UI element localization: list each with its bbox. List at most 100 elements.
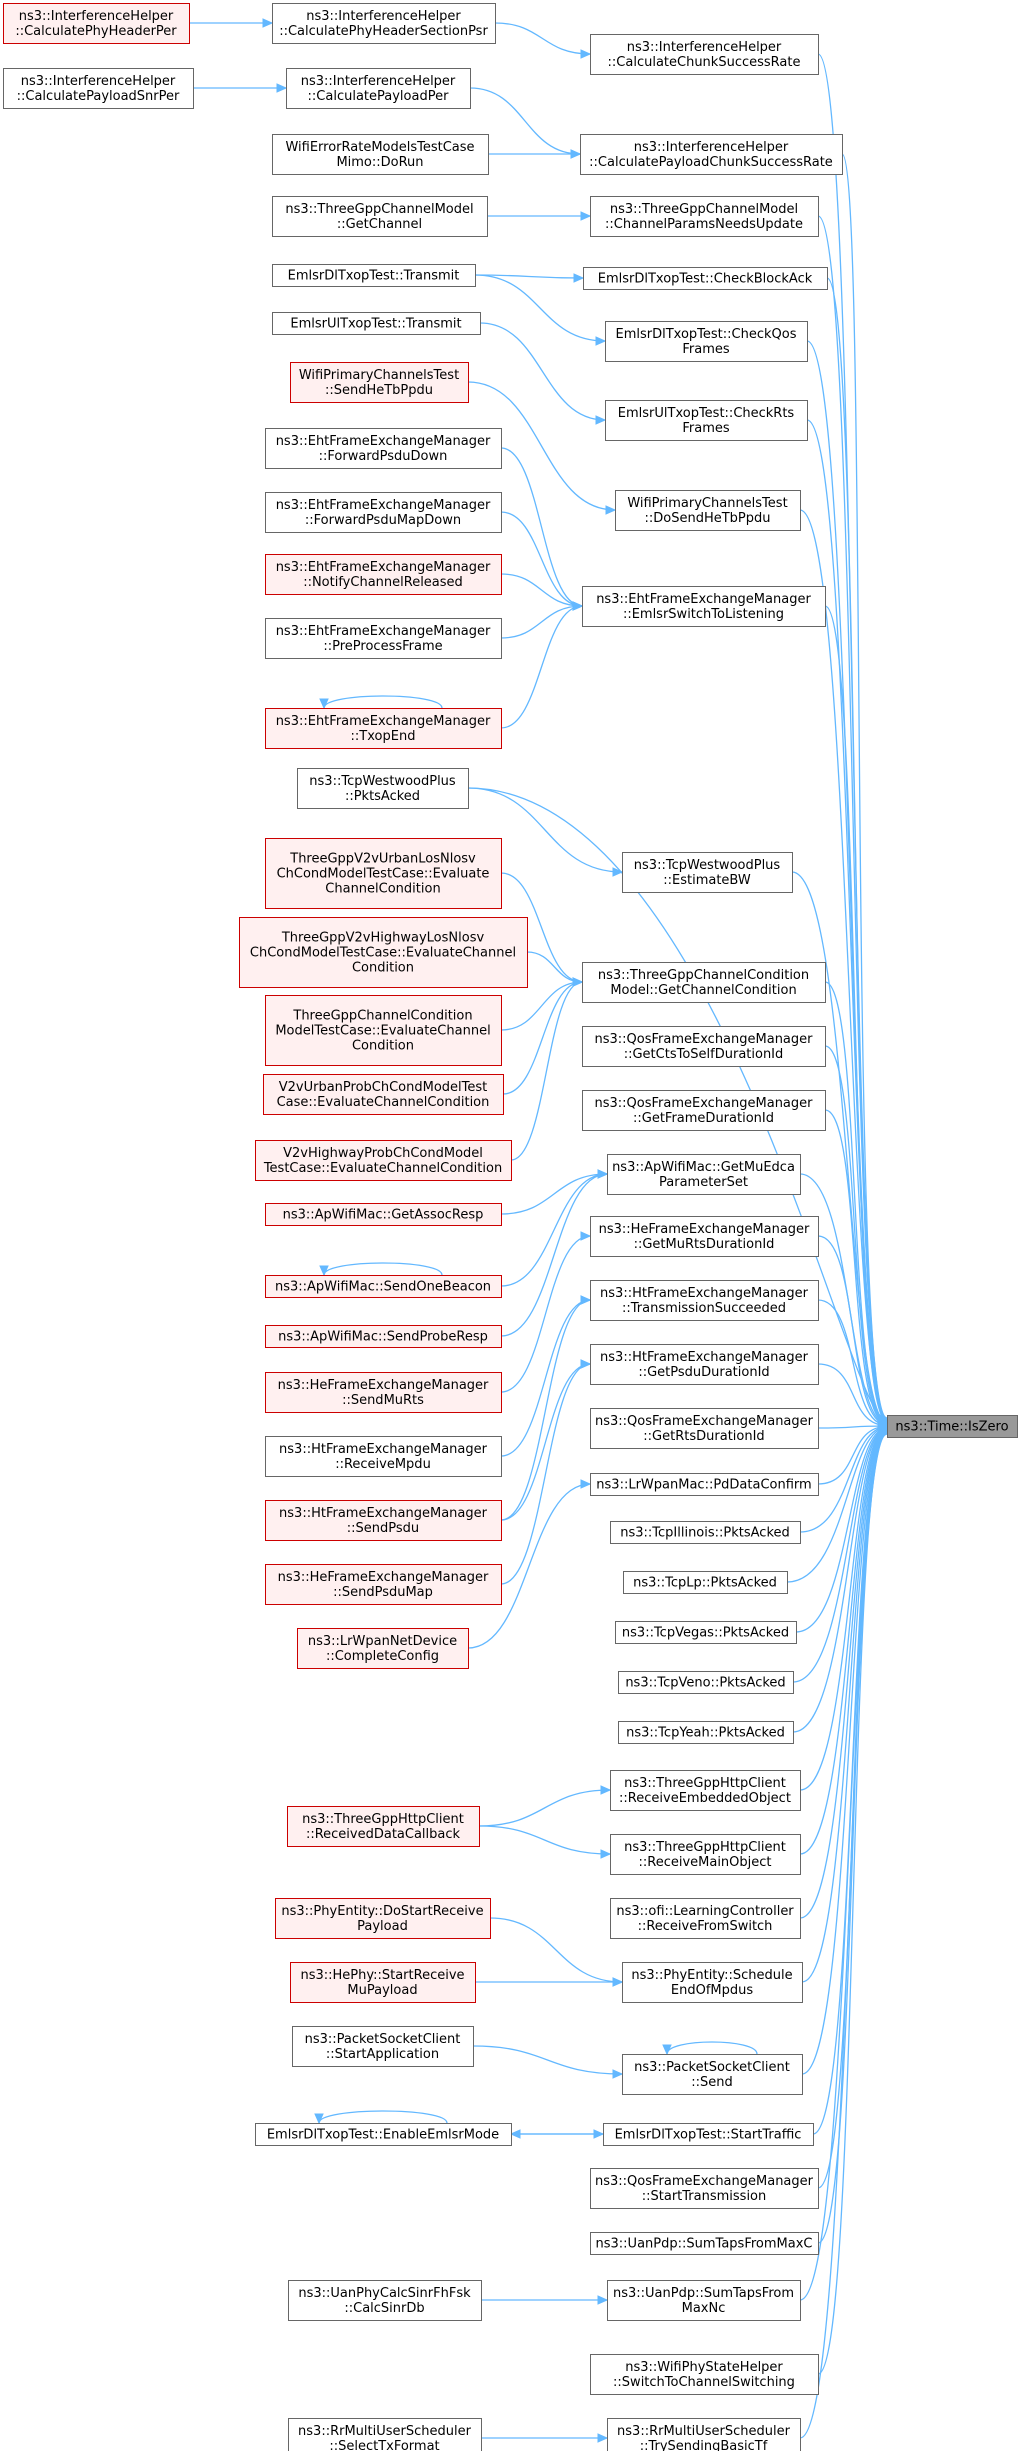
node-tcplp[interactable]: ns3::TcpLp::PktsAcked xyxy=(623,1571,788,1594)
node-wpc_send[interactable]: WifiPrimaryChannelsTest::SendHeTbPpdu xyxy=(290,362,469,403)
node-cpp[interactable]: ns3::InterferenceHelper::CalculatePayloa… xyxy=(286,68,471,109)
node-label-line: EmlsrDlTxopTest::CheckBlockAck xyxy=(598,272,813,287)
node-v2vu_los[interactable]: ThreeGppV2vUrbanLosNlosvChCondModelTestC… xyxy=(265,838,502,909)
node-psc_send[interactable]: ns3::PacketSocketClient::Send xyxy=(622,2054,803,2095)
node-ofi_lc[interactable]: ns3::ofi::LearningController::ReceiveFro… xyxy=(610,1898,801,1939)
node-qfem_st[interactable]: ns3::QosFrameExchangeManager::StartTrans… xyxy=(590,2168,819,2209)
node-htfem_gpd[interactable]: ns3::HtFrameExchangeManager::GetPsduDura… xyxy=(590,1344,819,1385)
edge-arrowhead xyxy=(597,2295,609,2305)
node-awm_sob[interactable]: ns3::ApWifiMac::SendOneBeacon xyxy=(265,1275,502,1298)
node-rmus_stf[interactable]: ns3::RrMultiUserScheduler::SelectTxForma… xyxy=(288,2418,482,2451)
node-cpcsr[interactable]: ns3::InterferenceHelper::CalculatePayloa… xyxy=(580,134,843,175)
node-tghc_reo[interactable]: ns3::ThreeGppHttpClient::ReceiveEmbedded… xyxy=(610,1770,801,1811)
edge-arrowhead xyxy=(877,1429,889,1439)
node-edt_tx[interactable]: EmlsrDlTxopTest::Transmit xyxy=(272,264,476,287)
node-label-line: ns3::LrWpanMac::PdDataConfirm xyxy=(596,1478,811,1493)
node-label-line: ns3::LrWpanNetDevice xyxy=(308,1634,457,1649)
node-box xyxy=(265,995,502,1066)
node-label-line: EmlsrDlTxopTest::EnableEmlsrMode xyxy=(267,2128,499,2143)
node-htfem_sp[interactable]: ns3::HtFrameExchangeManager::SendPsdu xyxy=(265,1500,502,1541)
node-uan_stmc[interactable]: ns3::UanPdp::SumTapsFromMaxC xyxy=(590,2232,819,2255)
node-tcpvegas[interactable]: ns3::TcpVegas::PktsAcked xyxy=(615,1621,797,1644)
node-awm_spr[interactable]: ns3::ApWifiMac::SendProbeResp xyxy=(265,1325,502,1348)
node-target[interactable]: ns3::Time::IsZero xyxy=(887,1415,1018,1438)
node-efem_estl[interactable]: ns3::EhtFrameExchangeManager::EmlsrSwitc… xyxy=(582,586,826,627)
edge-hefem_spm-to-htfem_gpd xyxy=(500,1359,592,1585)
edge-arrowhead xyxy=(570,149,582,159)
node-eut_tx[interactable]: EmlsrUlTxopTest::Transmit xyxy=(272,312,481,335)
node-label-line: ns3::TcpYeah::PktsAcked xyxy=(626,1726,785,1741)
node-tcpyeah[interactable]: ns3::TcpYeah::PktsAcked xyxy=(618,1721,794,1744)
node-awm_gar[interactable]: ns3::ApWifiMac::GetAssocResp xyxy=(265,1203,502,1226)
node-hefem_spm[interactable]: ns3::HeFrameExchangeManager::SendPsduMap xyxy=(265,1564,502,1605)
node-box xyxy=(272,3,496,44)
edge-line xyxy=(799,1426,888,1533)
node-rmus_tsbt[interactable]: ns3::RrMultiUserScheduler::TrySendingBas… xyxy=(607,2418,801,2451)
node-lwnd_cc[interactable]: ns3::LrWpanNetDevice::CompleteConfig xyxy=(297,1628,469,1669)
node-cpsp[interactable]: ns3::InterferenceHelper::CalculatePayloa… xyxy=(3,68,194,109)
node-box xyxy=(615,1621,797,1644)
node-tgccm_tc[interactable]: ThreeGppChannelConditionModelTestCase::E… xyxy=(265,995,502,1066)
node-twp_pa[interactable]: ns3::TcpWestwoodPlus::PktsAcked xyxy=(297,768,469,809)
node-htfem_rm[interactable]: ns3::HtFrameExchangeManager::ReceiveMpdu xyxy=(265,1436,502,1477)
node-box xyxy=(590,1216,819,1257)
node-tcpil[interactable]: ns3::TcpIllinois::PktsAcked xyxy=(610,1521,801,1544)
node-tghc_rmo[interactable]: ns3::ThreeGppHttpClient::ReceiveMainObje… xyxy=(610,1834,801,1875)
node-hefem_smr[interactable]: ns3::HeFrameExchangeManager::SendMuRts xyxy=(265,1372,502,1413)
node-v2vu_prob[interactable]: V2vUrbanProbChCondModelTestCase::Evaluat… xyxy=(263,1074,504,1115)
edge-efem_estl-to-target xyxy=(824,605,889,1427)
node-efem_ppf[interactable]: ns3::EhtFrameExchangeManager::PreProcess… xyxy=(265,618,502,659)
node-tgcpnu[interactable]: ns3::ThreeGppChannelModel::ChannelParams… xyxy=(590,196,819,237)
node-label-line: ns3::RrMultiUserScheduler xyxy=(617,2424,791,2439)
edge-arrowhead xyxy=(593,2129,605,2139)
node-edt_eem[interactable]: EmlsrDlTxopTest::EnableEmlsrMode xyxy=(255,2123,512,2146)
node-efem_fpd[interactable]: ns3::EhtFrameExchangeManager::ForwardPsd… xyxy=(265,428,502,469)
node-lwm_pdc[interactable]: ns3::LrWpanMac::PdDataConfirm xyxy=(590,1473,819,1496)
node-label-line: ::SendMuRts xyxy=(342,1393,424,1408)
node-tghc_rdc[interactable]: ns3::ThreeGppHttpClient::ReceivedDataCal… xyxy=(287,1806,480,1847)
node-ccsr[interactable]: ns3::InterferenceHelper::CalculateChunkS… xyxy=(590,34,819,75)
node-cphsp[interactable]: ns3::InterferenceHelper::CalculatePhyHea… xyxy=(272,3,496,44)
edge-arrowhead xyxy=(595,336,607,346)
node-psc_sa[interactable]: ns3::PacketSocketClient::StartApplicatio… xyxy=(292,2026,474,2067)
edge-tgcgc-to-tgcpnu xyxy=(486,211,592,221)
node-qfem_grd[interactable]: ns3::QosFrameExchangeManager::GetRtsDura… xyxy=(590,1408,819,1449)
node-twp_ebw[interactable]: ns3::TcpWestwoodPlus::EstimateBW xyxy=(622,852,793,893)
node-efem_te[interactable]: ns3::EhtFrameExchangeManager::TxopEnd xyxy=(265,708,502,749)
node-box xyxy=(605,321,808,362)
node-box xyxy=(263,1074,504,1115)
node-uan_csd[interactable]: ns3::UanPhyCalcSinrFhFsk::CalcSinrDb xyxy=(288,2280,482,2321)
node-efem_ncr[interactable]: ns3::EhtFrameExchangeManager::NotifyChan… xyxy=(265,554,502,595)
node-tcpveno[interactable]: ns3::TcpVeno::PktsAcked xyxy=(618,1671,794,1694)
edge-eut_tx-to-crf xyxy=(479,322,607,425)
edge-tghc_rdc-to-tghc_rmo xyxy=(478,1825,612,1859)
edge-line xyxy=(467,787,623,873)
node-label-line: ::ForwardPsduDown xyxy=(319,449,448,464)
node-label-line: ns3::InterferenceHelper xyxy=(627,40,782,55)
node-hfem_gmrd[interactable]: ns3::HeFrameExchangeManager::GetMuRtsDur… xyxy=(590,1216,819,1257)
node-label-line: ::TrySendingBasicTf xyxy=(640,2439,768,2451)
node-htfem_ts[interactable]: ns3::HtFrameExchangeManager::Transmissio… xyxy=(590,1280,819,1321)
node-qfem_gctsd[interactable]: ns3::QosFrameExchangeManager::GetCtsToSe… xyxy=(582,1026,826,1067)
node-v2vh_prob[interactable]: V2vHighwayProbChCondModelTestCase::Evalu… xyxy=(255,1140,512,1181)
node-v2vh_los[interactable]: ThreeGppV2vHighwayLosNlosvChCondModelTes… xyxy=(239,917,528,988)
node-edt_st[interactable]: EmlsrDlTxopTest::StartTraffic xyxy=(603,2123,814,2146)
node-wpc_dosend[interactable]: WifiPrimaryChannelsTest::DoSendHeTbPpdu xyxy=(615,490,801,531)
node-tgcgc[interactable]: ns3::ThreeGppChannelModel::GetChannel xyxy=(272,196,488,237)
node-cphp[interactable]: ns3::InterferenceHelper::CalculatePhyHea… xyxy=(3,3,190,44)
node-label-line: ThreeGppChannelCondition xyxy=(292,1009,472,1024)
node-efem_fpmd[interactable]: ns3::EhtFrameExchangeManager::ForwardPsd… xyxy=(265,492,502,533)
node-label-line: ns3::HeFrameExchangeManager xyxy=(599,1222,810,1237)
node-tgccm_gcc[interactable]: ns3::ThreeGppChannelConditionModel::GetC… xyxy=(582,962,826,1003)
node-cba[interactable]: EmlsrDlTxopTest::CheckBlockAck xyxy=(583,267,828,290)
node-wpsh_stcs[interactable]: ns3::WifiPhyStateHelper::SwitchToChannel… xyxy=(590,2354,819,2395)
node-qfem_gfd[interactable]: ns3::QosFrameExchangeManager::GetFrameDu… xyxy=(582,1090,826,1131)
